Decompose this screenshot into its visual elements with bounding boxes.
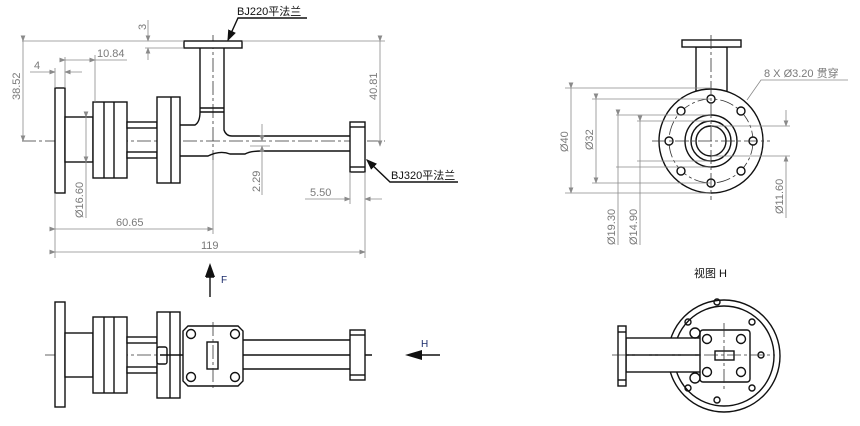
dim-2-29: 2.29 xyxy=(251,171,263,192)
dim-119: 119 xyxy=(201,240,219,252)
dimensions-view-h: Ø40 Ø32 Ø19.30 Ø14.90 Ø11.60 xyxy=(559,82,790,245)
rear-view xyxy=(612,298,781,413)
stacked-flange xyxy=(92,101,128,179)
callout-bj220: BJ220平法兰 xyxy=(237,4,301,18)
arrow-f-label: F xyxy=(221,275,227,286)
hole-callout-leader xyxy=(746,79,848,101)
dim-60-65: 60.65 xyxy=(116,217,144,229)
dim-d19-30: Ø19.30 xyxy=(606,209,618,245)
left-flange xyxy=(54,87,66,194)
dim-40-81: 40.81 xyxy=(368,72,380,100)
dim-d14-90: Ø14.90 xyxy=(628,209,640,245)
callout-holes: 8 X Ø3.20 贯穿 xyxy=(764,66,839,80)
top-view: F H xyxy=(45,263,440,408)
dim-16-60: Ø16.60 xyxy=(74,182,86,218)
dimensions: 38.52 40.81 3 10.84 4 Ø16.60 2.29 xyxy=(11,20,385,258)
middle-flange xyxy=(156,96,181,184)
view-h-label: 视图 H xyxy=(694,266,727,280)
dim-d11-60: Ø11.60 xyxy=(774,179,786,214)
callout-bj320: BJ320平法兰 xyxy=(391,168,455,182)
dim-d32: Ø32 xyxy=(584,129,596,150)
bj320-flange xyxy=(349,121,366,173)
dim-d40: Ø40 xyxy=(559,131,571,152)
neck xyxy=(64,116,94,163)
dim-5-50: 5.50 xyxy=(310,187,331,199)
arrow-h-label: H xyxy=(421,339,428,350)
side-view-h: Ø40 Ø32 Ø19.30 Ø14.90 Ø11.60 8 X Ø3.20 贯… xyxy=(559,35,848,280)
dim-10-84: 10.84 xyxy=(97,48,125,60)
dim-4: 4 xyxy=(34,60,40,72)
bolt-holes xyxy=(664,94,758,188)
front-view: 38.52 40.81 3 10.84 4 Ø16.60 2.29 xyxy=(11,4,458,258)
dim-38-52: 38.52 xyxy=(11,72,23,100)
bj220-flange xyxy=(183,40,243,49)
dim-3: 3 xyxy=(137,24,149,30)
